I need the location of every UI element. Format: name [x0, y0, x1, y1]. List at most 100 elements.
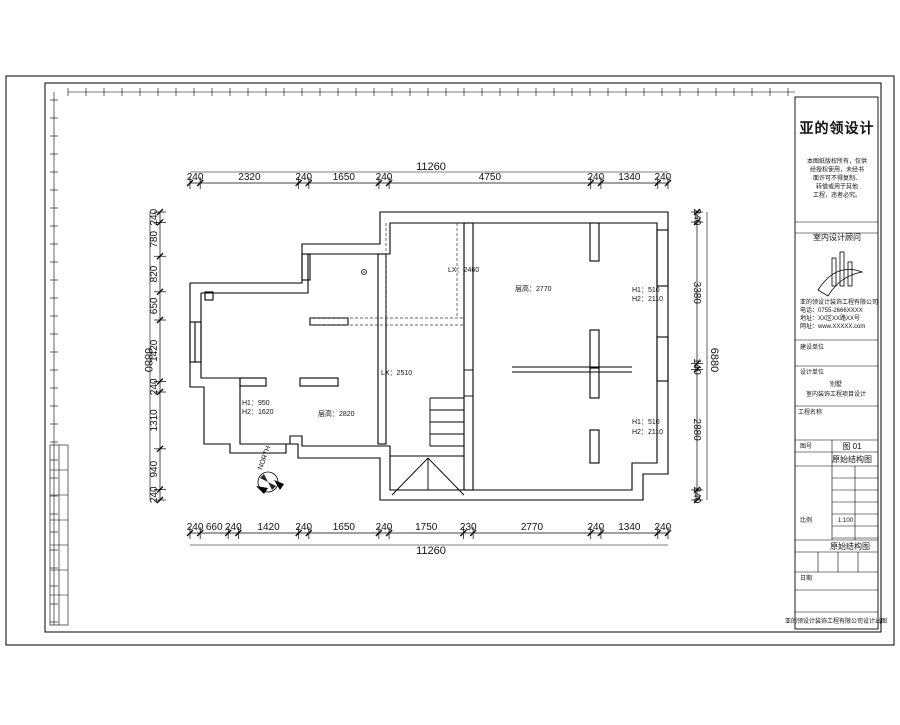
partition-beam-small [309, 317, 349, 326]
inner-frame [44, 82, 882, 633]
copyright-note-line: 经授权使用，未经书 [810, 166, 864, 174]
dimension-label: 240 [187, 522, 204, 533]
dimension-label: 230 [460, 522, 477, 533]
consultant-info-line: 亚的领设计装饰工程有限公司 [800, 298, 878, 306]
label-ceiling-left: 层高：2820 [318, 409, 355, 418]
company-logo: 亚的领设计 [800, 120, 875, 136]
dimension-label: 4750 [479, 172, 502, 183]
scale-value: 1:100 [838, 518, 854, 524]
scale-label: 比例 [800, 516, 812, 524]
project-label: 工程名称 [798, 408, 822, 416]
column-bottom [589, 429, 600, 464]
dimension-label: 240 [295, 172, 312, 183]
partition-column-upper [301, 253, 311, 281]
label-lx-upper: LX：2460 [448, 267, 479, 274]
north-label: NORTH [257, 445, 272, 471]
outer-wall-line [189, 211, 669, 501]
dimension-label: 1340 [618, 522, 641, 533]
dimension-label: 240 [295, 522, 312, 533]
drawing-no: 图 01 [842, 442, 862, 451]
dimension-label: 1340 [618, 172, 641, 183]
beam-lines [310, 223, 464, 326]
dimension-label: 820 [149, 265, 160, 282]
consultant-info-line: 网址：www.XXXXX.com [800, 322, 865, 330]
project-line-2: 室内装饰工程项目设计 [806, 390, 866, 398]
label-right-bot-h1: H1：510 [632, 419, 660, 426]
total-width-bottom: 11260 [416, 545, 446, 557]
dimension-label: 240 [655, 522, 672, 533]
copyright-note-line: 转借或用于其他 [816, 183, 858, 191]
dimension-label: 1650 [333, 522, 356, 533]
label-right-bot-h2: H2：2110 [632, 429, 663, 436]
partition-stub-center [299, 377, 339, 387]
dimension-label: 780 [149, 231, 160, 248]
partition-middle [377, 253, 387, 445]
dimension-label: 660 [206, 522, 223, 533]
consultant-label: 室内设计顾问 [813, 232, 861, 242]
dimension-label: 240 [376, 522, 393, 533]
dimension-label: 1420 [149, 339, 160, 362]
total-height-right: 6880 [708, 348, 720, 372]
staircase [390, 369, 474, 496]
corner-column [204, 291, 214, 301]
window-right-mid [656, 336, 669, 382]
label-left-window-h1: H1：950 [242, 400, 270, 407]
column-middle [589, 329, 600, 369]
label-ceiling-main: 层高：2770 [515, 284, 552, 293]
dimension-label: 240 [149, 378, 160, 395]
outer-frame [5, 75, 895, 646]
north-compass-icon: NORTH [256, 445, 284, 494]
dimension-label: 240 [655, 172, 672, 183]
drawing-no-label: 图号 [800, 443, 812, 450]
column-lower [589, 367, 600, 399]
dimension-label: 140 [691, 358, 702, 375]
label-right-top-h1: H1：510 [632, 287, 660, 294]
dimension-label: 240 [376, 172, 393, 183]
date-label: 日期 [800, 574, 812, 582]
copyright-note-line: 本图纸版权所有，仅供 [807, 157, 867, 165]
dimension-label: 2770 [521, 522, 544, 533]
copyright-note-line: 面许可不得复制、 [813, 174, 861, 182]
dimension-label: 240 [225, 522, 242, 533]
dimension-label: 3380 [691, 282, 702, 305]
window-right-top [656, 229, 669, 287]
dimension-label: 650 [149, 297, 160, 314]
dimension-label: 1750 [415, 522, 438, 533]
walls [189, 211, 669, 501]
dimension-label: 240 [149, 208, 160, 225]
dimension-label: 240 [149, 486, 160, 503]
total-width-top: 11260 [416, 161, 446, 173]
total-height-left: 6880 [142, 348, 154, 372]
partition-stub-left [239, 377, 267, 387]
consultant-logo-icon [817, 251, 864, 297]
dimension-label: 2880 [691, 419, 702, 442]
dimension-label: 240 [587, 172, 604, 183]
column-top [589, 222, 600, 262]
drawing-name: 原始结构图 [830, 541, 870, 551]
copyright-note-line: 工程，违者必究。 [813, 191, 861, 199]
dimension-label: 240 [587, 522, 604, 533]
dimension-left: 240 780 820 650 1420 240 1310 940 240 [149, 208, 166, 504]
dimension-label: 240 [187, 172, 204, 183]
sheet-title: 原始结构图 [832, 454, 872, 464]
consultant-info-line: 电话：0755-2666XXXX [800, 306, 863, 314]
dimension-label: 1420 [257, 522, 280, 533]
consultant-info-line: 地址：XX区XX路XX号 [800, 314, 860, 322]
dimension-label: 1310 [149, 409, 160, 432]
label-left-window-h2: H2：1620 [242, 409, 274, 416]
dimension-label: 240 [691, 487, 702, 504]
label-right-top-h2: H2：2110 [632, 296, 663, 303]
label-lx-lower: LX：2510 [381, 370, 412, 377]
drain-fixture [361, 269, 367, 275]
designer-label: 设计单位 [800, 368, 824, 376]
project-line-1: 别墅 [830, 380, 842, 388]
title-block: 亚的领设计 本图纸版权所有，仅供经授权使用，未经书面许可不得复制、转借或用于其他… [785, 96, 887, 630]
title-footer: 亚的领设计装饰工程有限公司设计出图 [785, 617, 887, 625]
dimension-label: 940 [149, 460, 160, 477]
side-stamp-table [49, 444, 69, 626]
